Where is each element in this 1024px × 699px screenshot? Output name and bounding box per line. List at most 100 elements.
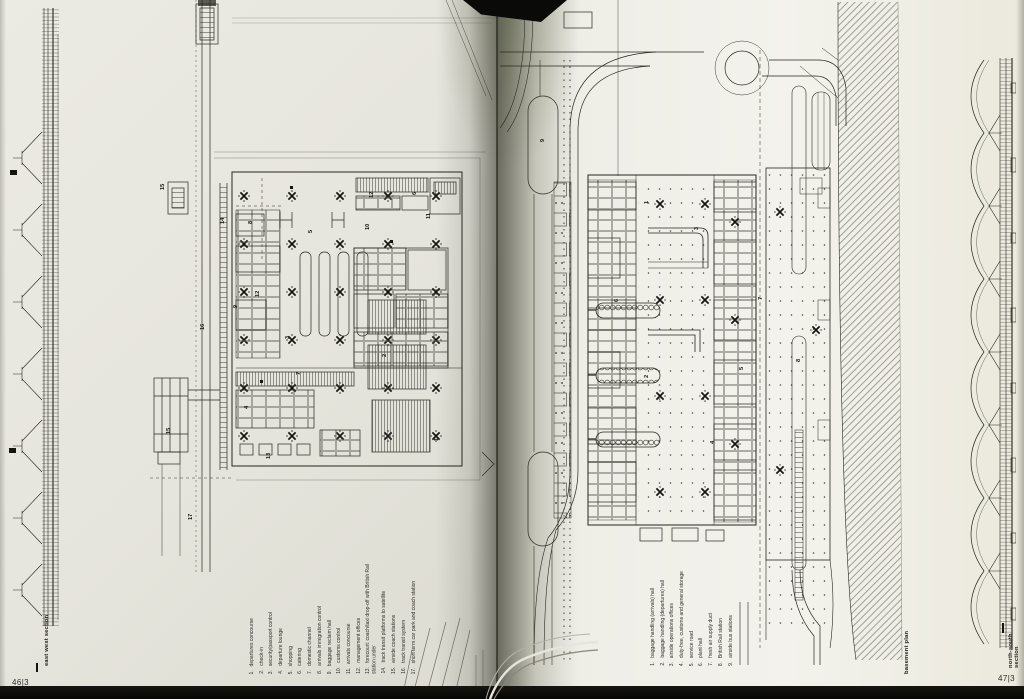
legend-item-number: 9. [727, 661, 734, 666]
svg-text:6: 6 [412, 192, 418, 195]
legend-item-number: 10. [336, 667, 343, 674]
legend-item-number: 9. [326, 669, 333, 674]
legend-item-number: 11. [345, 667, 352, 674]
legend-item-number: 15. [391, 667, 398, 674]
legend-item: 6. plant hall [698, 638, 705, 666]
svg-text:10: 10 [365, 224, 371, 230]
legend-item: 14. track transit platforms to satellite [381, 591, 388, 674]
svg-text:2: 2 [644, 375, 650, 378]
legend-item-label: management offices [355, 618, 362, 664]
legend-item: 3. security/passport control [268, 612, 275, 674]
left-folio-tick [36, 663, 38, 672]
svg-text:13: 13 [266, 453, 272, 459]
legend-item-number: 7. [307, 669, 314, 674]
svg-text:16: 16 [200, 324, 206, 330]
svg-text:7: 7 [296, 372, 302, 375]
east-west-section-drawing [9, 8, 59, 626]
legend-item: 7. domestic channel [307, 627, 314, 674]
legend-item-label: airside operations offices [669, 602, 676, 658]
svg-text:14: 14 [220, 217, 226, 224]
concourse-plan-drawing: 15161485126101191223741131517 [150, 0, 500, 699]
legend-item: 4. departure lounge [278, 628, 285, 674]
svg-text:15: 15 [160, 184, 166, 190]
svg-text:8: 8 [796, 359, 802, 362]
gutter-shadow-right [497, 0, 593, 687]
legend-item-number: 17. [410, 667, 417, 674]
legend-item-label: airside bus stations [727, 615, 734, 658]
left-page-number: 46|3 [12, 678, 30, 687]
svg-text:12: 12 [255, 291, 261, 297]
legend-item-number: 3. [669, 661, 676, 666]
legend-item-number: 1. [249, 669, 255, 674]
legend-item: 7. fresh air supply duct [708, 613, 715, 666]
legend-item-number: 2. [258, 669, 265, 674]
svg-text:3: 3 [694, 227, 700, 230]
legend-item-number: 13. [365, 667, 372, 674]
legend-item-number: 8. [717, 661, 724, 666]
legend-item-label: plant hall [698, 637, 705, 658]
legend-item-label: fresh air supply duct [708, 613, 715, 658]
svg-text:5: 5 [308, 230, 314, 233]
svg-text:12: 12 [369, 192, 375, 198]
gutter-shadow-left [436, 0, 497, 687]
legend-item-number: 4. [679, 661, 686, 666]
legend-item-label: domestic channel [307, 627, 314, 666]
legend-item-number: 6. [698, 661, 705, 666]
svg-text:15: 15 [166, 428, 172, 434]
legend-item: 9. airside bus stations [728, 615, 735, 666]
right-page-number: 47|3 [998, 674, 1016, 683]
legend-item: 6. catering [297, 648, 304, 674]
legend-item: 8. British Rail station [718, 618, 725, 666]
legend-item: 12. management offices [356, 618, 363, 674]
right-page-edge [1016, 0, 1024, 687]
legend-item: 11. arrivals concourse [346, 623, 353, 674]
legend-item-label: arrivals concourse [345, 622, 352, 664]
svg-text:6: 6 [614, 299, 620, 302]
gutter-top-shadow [438, 0, 582, 170]
legend-item-label: airside coach stations [391, 615, 398, 664]
legend-item: 8. arrivals immigration control [317, 606, 324, 674]
svg-text:11: 11 [426, 213, 432, 219]
north-south-section-label: north-south section [1008, 633, 1020, 668]
legend-item-label: check-in [258, 647, 265, 666]
legend-item: 2. check-in [259, 647, 266, 674]
svg-text:17: 17 [188, 514, 194, 520]
right-folio-tick [1002, 623, 1004, 633]
svg-text:3: 3 [285, 336, 291, 339]
legend-item-number: 1. [650, 661, 656, 666]
legend-item-label: British Rail station [717, 617, 724, 658]
legend-item-label: security/passport control [268, 611, 275, 666]
legend-item-number: 3. [268, 669, 275, 674]
legend-item: 9. baggage reclaim hall [327, 620, 334, 674]
legend-item: 17. short term car park and coach statio… [411, 581, 418, 674]
legend-item-label: baggage reclaim hall [326, 619, 333, 666]
legend-item-label: baggage handling (arrivals) hall [650, 588, 656, 658]
legend-item-number: 12. [355, 667, 362, 674]
legend-item: 5. service road [689, 631, 696, 666]
legend-item: 3. airside operations offices [669, 603, 676, 666]
legend-item-label: duty-free, customs and general storage [679, 570, 686, 658]
page-curl-edges [485, 633, 599, 699]
legend-item-number: 2. [659, 661, 666, 666]
legend-item-label: shopping [287, 645, 294, 666]
legend-item: 13. forecourt: coach/taxi drop-off with … [365, 556, 378, 674]
legend-item-number: 14. [381, 667, 388, 674]
legend-item-number: 4. [278, 669, 285, 674]
legend-item-label: arrivals immigration control [316, 606, 323, 666]
hatched-airside-band [838, 2, 902, 660]
book-bottom-edge [0, 686, 1024, 699]
svg-text:5: 5 [739, 367, 745, 370]
svg-text:9: 9 [233, 305, 239, 308]
north-south-section-drawing [970, 58, 1016, 650]
legend-item-label: forecourt: coach/taxi drop-off with Brit… [365, 564, 378, 674]
legend-item-label: short term car park and coach station [410, 580, 417, 664]
legend-item-number: 7. [708, 661, 715, 666]
legend-item-label: departures concourse [249, 617, 255, 666]
concourse-plan-legend: 1. departures concourse 2. check-in 3. s… [249, 556, 417, 674]
legend-item-label: departure lounge [278, 628, 285, 666]
legend-item: 5. shopping [288, 646, 295, 674]
legend-item-number: 6. [297, 669, 304, 674]
legend-item-label: track transit system [400, 620, 407, 664]
legend-item: 15. airside coach stations [391, 615, 398, 674]
